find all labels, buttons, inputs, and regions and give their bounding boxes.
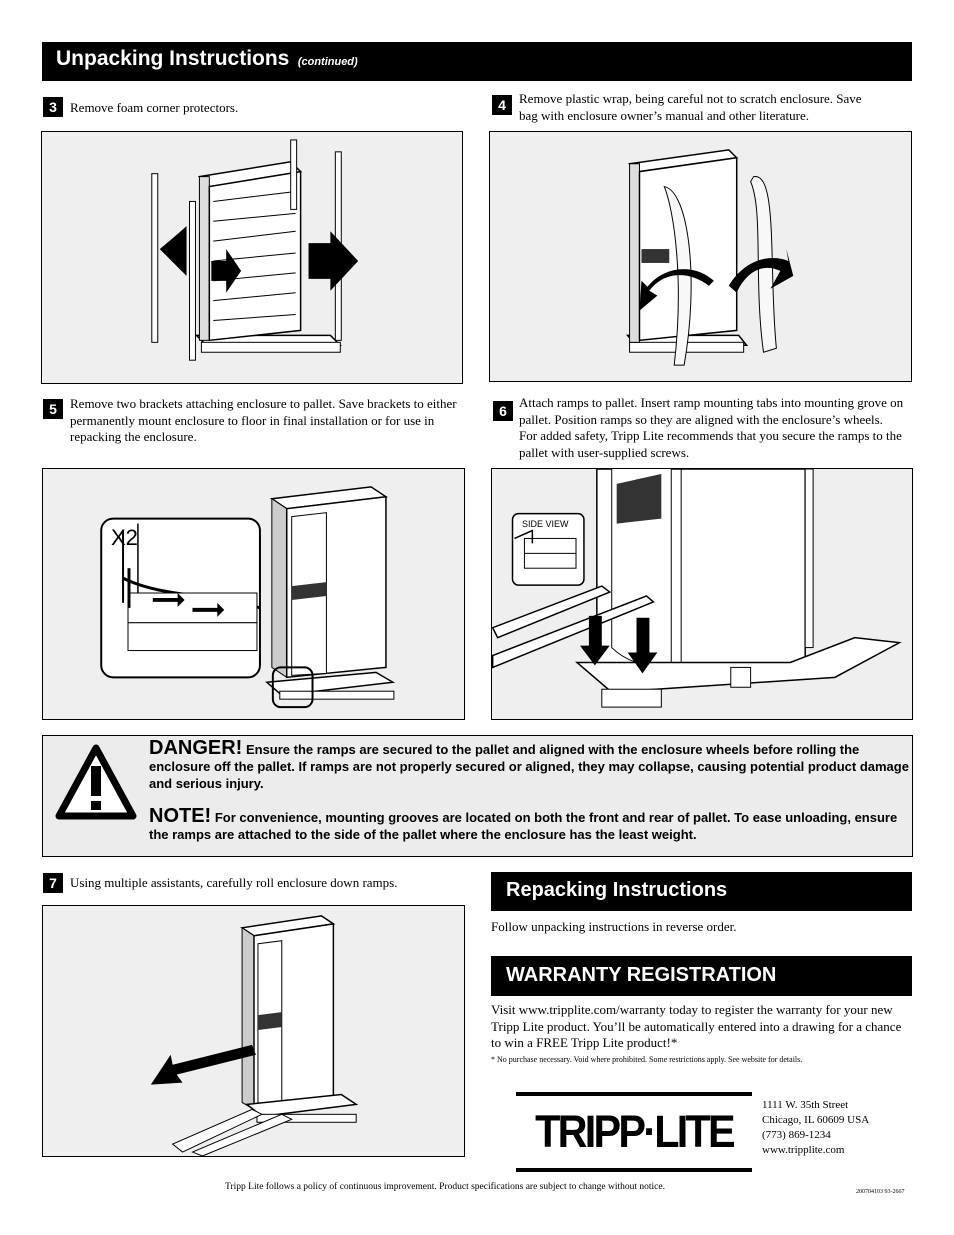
- x2-label: X2: [111, 525, 138, 550]
- address-phone: (773) 869-1234: [762, 1129, 831, 1141]
- figure-step-5: X2: [42, 468, 465, 720]
- note-text: For convenience, mounting grooves are lo…: [149, 810, 898, 842]
- repacking-title: Repacking Instructions: [506, 879, 728, 901]
- danger-text: Ensure the ramps are secured to the pall…: [149, 742, 909, 791]
- step-7-text: Using multiple assistants, carefully rol…: [70, 875, 398, 890]
- step-number-3: 3: [43, 97, 63, 117]
- danger-title: DANGER!: [149, 737, 243, 759]
- warning-triangle-icon: [55, 744, 137, 820]
- repacking-header: Repacking Instructions: [491, 872, 912, 911]
- warranty-text: Visit www.tripplite.com/warranty today t…: [491, 1002, 902, 1050]
- address-website: www.tripplite.com: [762, 1144, 845, 1156]
- warranty-footnote: * No purchase necessary. Void where proh…: [491, 1055, 803, 1064]
- address-city: Chicago, IL 60609 USA: [762, 1114, 870, 1126]
- figure-step-6: SIDE VIEW: [491, 468, 913, 720]
- step-3-text: Remove foam corner protectors.: [70, 100, 239, 115]
- step-number-4: 4: [492, 95, 512, 115]
- step-6-text: Attach ramps to pallet. Insert ramp moun…: [519, 395, 904, 460]
- side-view-label: SIDE VIEW: [522, 519, 569, 529]
- warranty-header: WARRANTY REGISTRATION: [491, 956, 912, 996]
- figure-step-4: [489, 131, 912, 382]
- warranty-title: WARRANTY REGISTRATION: [506, 964, 777, 986]
- address-street: 1111 W. 35th Street: [762, 1099, 849, 1111]
- page-subtitle: (continued): [297, 56, 358, 68]
- logo-text: TRIPP·LITE: [535, 1106, 736, 1157]
- tripp-lite-logo: TRIPP·LITE: [516, 1092, 752, 1172]
- step-4-text: Remove plastic wrap, being careful not t…: [519, 91, 862, 123]
- note-message: NOTE! For convenience, mounting grooves …: [149, 805, 909, 843]
- step-number-5: 5: [43, 399, 63, 419]
- page-title: Unpacking Instructions: [56, 47, 290, 70]
- page-header: Unpacking Instructions (continued): [42, 42, 912, 81]
- footer-policy: Tripp Lite follows a policy of continuou…: [225, 1182, 665, 1192]
- footer-code: 200704103 93-2667: [856, 1189, 905, 1195]
- step-number-7: 7: [43, 873, 63, 893]
- danger-message: DANGER! Ensure the ramps are secured to …: [149, 737, 909, 792]
- figure-step-7: [42, 905, 465, 1157]
- step-number-6: 6: [493, 401, 513, 421]
- note-title: NOTE!: [149, 805, 212, 827]
- warning-box: DANGER! Ensure the ramps are secured to …: [42, 735, 913, 857]
- step-5-text: Remove two brackets attaching enclosure …: [70, 396, 457, 444]
- repacking-text: Follow unpacking instructions in reverse…: [491, 919, 737, 934]
- figure-step-3: [41, 131, 463, 384]
- company-address: 1111 W. 35th Street Chicago, IL 60609 US…: [762, 1098, 869, 1158]
